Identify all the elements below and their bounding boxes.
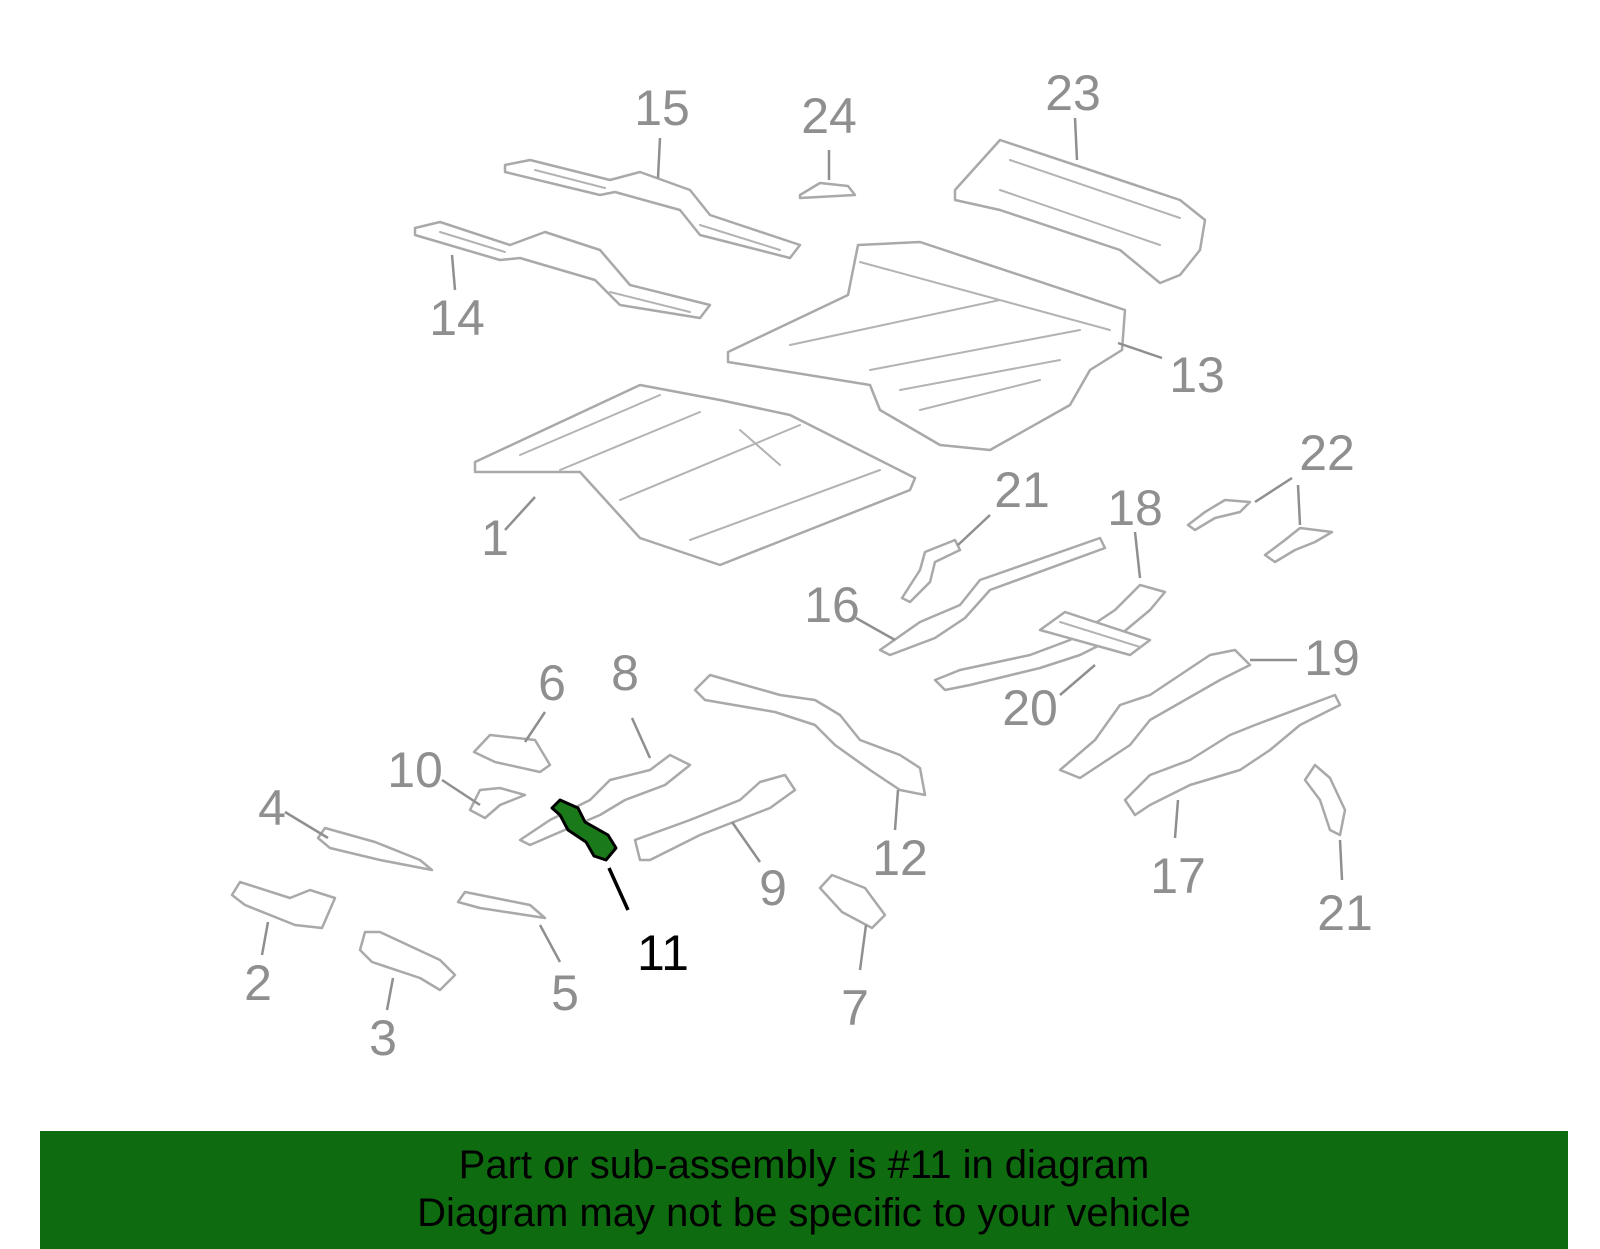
callout-22[interactable]: 22 (1299, 425, 1355, 481)
part-17-side-rail[interactable] (1123, 693, 1342, 817)
callout-12[interactable]: 12 (872, 830, 928, 886)
callout-8[interactable]: 8 (611, 645, 639, 701)
callout-19[interactable]: 19 (1304, 630, 1360, 686)
callout-18[interactable]: 18 (1107, 480, 1163, 536)
callout-labels: 1 2 3 4 5 6 7 8 9 10 11 12 13 14 15 16 1… (244, 65, 1373, 1066)
callout-16[interactable]: 16 (804, 577, 860, 633)
callout-3[interactable]: 3 (369, 1010, 397, 1066)
leader-arrows (260, 117, 1344, 1011)
part-21-lower-bracket[interactable] (1303, 763, 1347, 837)
part-22-bracket-a[interactable] (1186, 498, 1252, 532)
callout-4[interactable]: 4 (258, 780, 286, 836)
callout-9[interactable]: 9 (759, 860, 787, 916)
part-24-bracket[interactable] (798, 181, 857, 200)
callout-15[interactable]: 15 (634, 80, 690, 136)
part-22-bracket-b[interactable] (1263, 526, 1334, 564)
part-16-rail[interactable] (878, 536, 1107, 657)
part-21-upper-bracket[interactable] (900, 538, 962, 604)
callout-6[interactable]: 6 (538, 655, 566, 711)
part-14-floor-crossmember[interactable] (413, 220, 712, 320)
part-15-floor-crossmember[interactable] (503, 158, 802, 260)
part-6-bracket[interactable] (472, 733, 552, 774)
callout-11-highlighted[interactable]: 11 (637, 925, 689, 981)
part-4-strip[interactable] (316, 826, 434, 872)
callout-10[interactable]: 10 (387, 742, 443, 798)
callout-14[interactable]: 14 (429, 290, 485, 346)
callout-24[interactable]: 24 (801, 88, 857, 144)
part-10-bracket[interactable] (468, 786, 527, 820)
callout-17[interactable]: 17 (1150, 848, 1206, 904)
part-23-rear-crossmember[interactable] (953, 138, 1207, 285)
part-3-bracket[interactable] (358, 930, 457, 992)
callout-20[interactable]: 20 (1002, 680, 1058, 736)
callout-5[interactable]: 5 (551, 965, 579, 1021)
part-2-bracket[interactable] (230, 880, 337, 930)
callout-7[interactable]: 7 (841, 980, 869, 1036)
part-20-crossmember[interactable] (1038, 610, 1152, 657)
part-1-front-floor-pan[interactable] (473, 383, 917, 567)
banner-line-part-number: Part or sub-assembly is #11 in diagram (458, 1143, 1150, 1187)
part-9-rail[interactable] (633, 773, 797, 862)
part-19-side-rail[interactable] (1058, 648, 1252, 780)
part-11-bracket-highlighted[interactable] (550, 798, 618, 862)
parts-diagram: 1 2 3 4 5 6 7 8 9 10 11 12 13 14 15 16 1… (230, 65, 1373, 1066)
callout-1[interactable]: 1 (481, 510, 509, 566)
callout-2[interactable]: 2 (244, 955, 272, 1011)
callout-23[interactable]: 23 (1045, 65, 1101, 121)
banner-line-disclaimer: Diagram may not be specific to your vehi… (417, 1191, 1191, 1235)
part-5-strip[interactable] (456, 890, 547, 920)
info-banner: Part or sub-assembly is #11 in diagram D… (40, 1131, 1568, 1249)
callout-21-upper[interactable]: 21 (994, 462, 1050, 518)
part-18-sill[interactable] (933, 583, 1167, 692)
callout-13[interactable]: 13 (1169, 347, 1225, 403)
part-7-bracket[interactable] (818, 873, 887, 930)
callout-21-lower[interactable]: 21 (1317, 885, 1373, 941)
part-13-rear-floor-pan[interactable] (726, 240, 1127, 452)
part-12-front-rail[interactable] (693, 673, 927, 797)
